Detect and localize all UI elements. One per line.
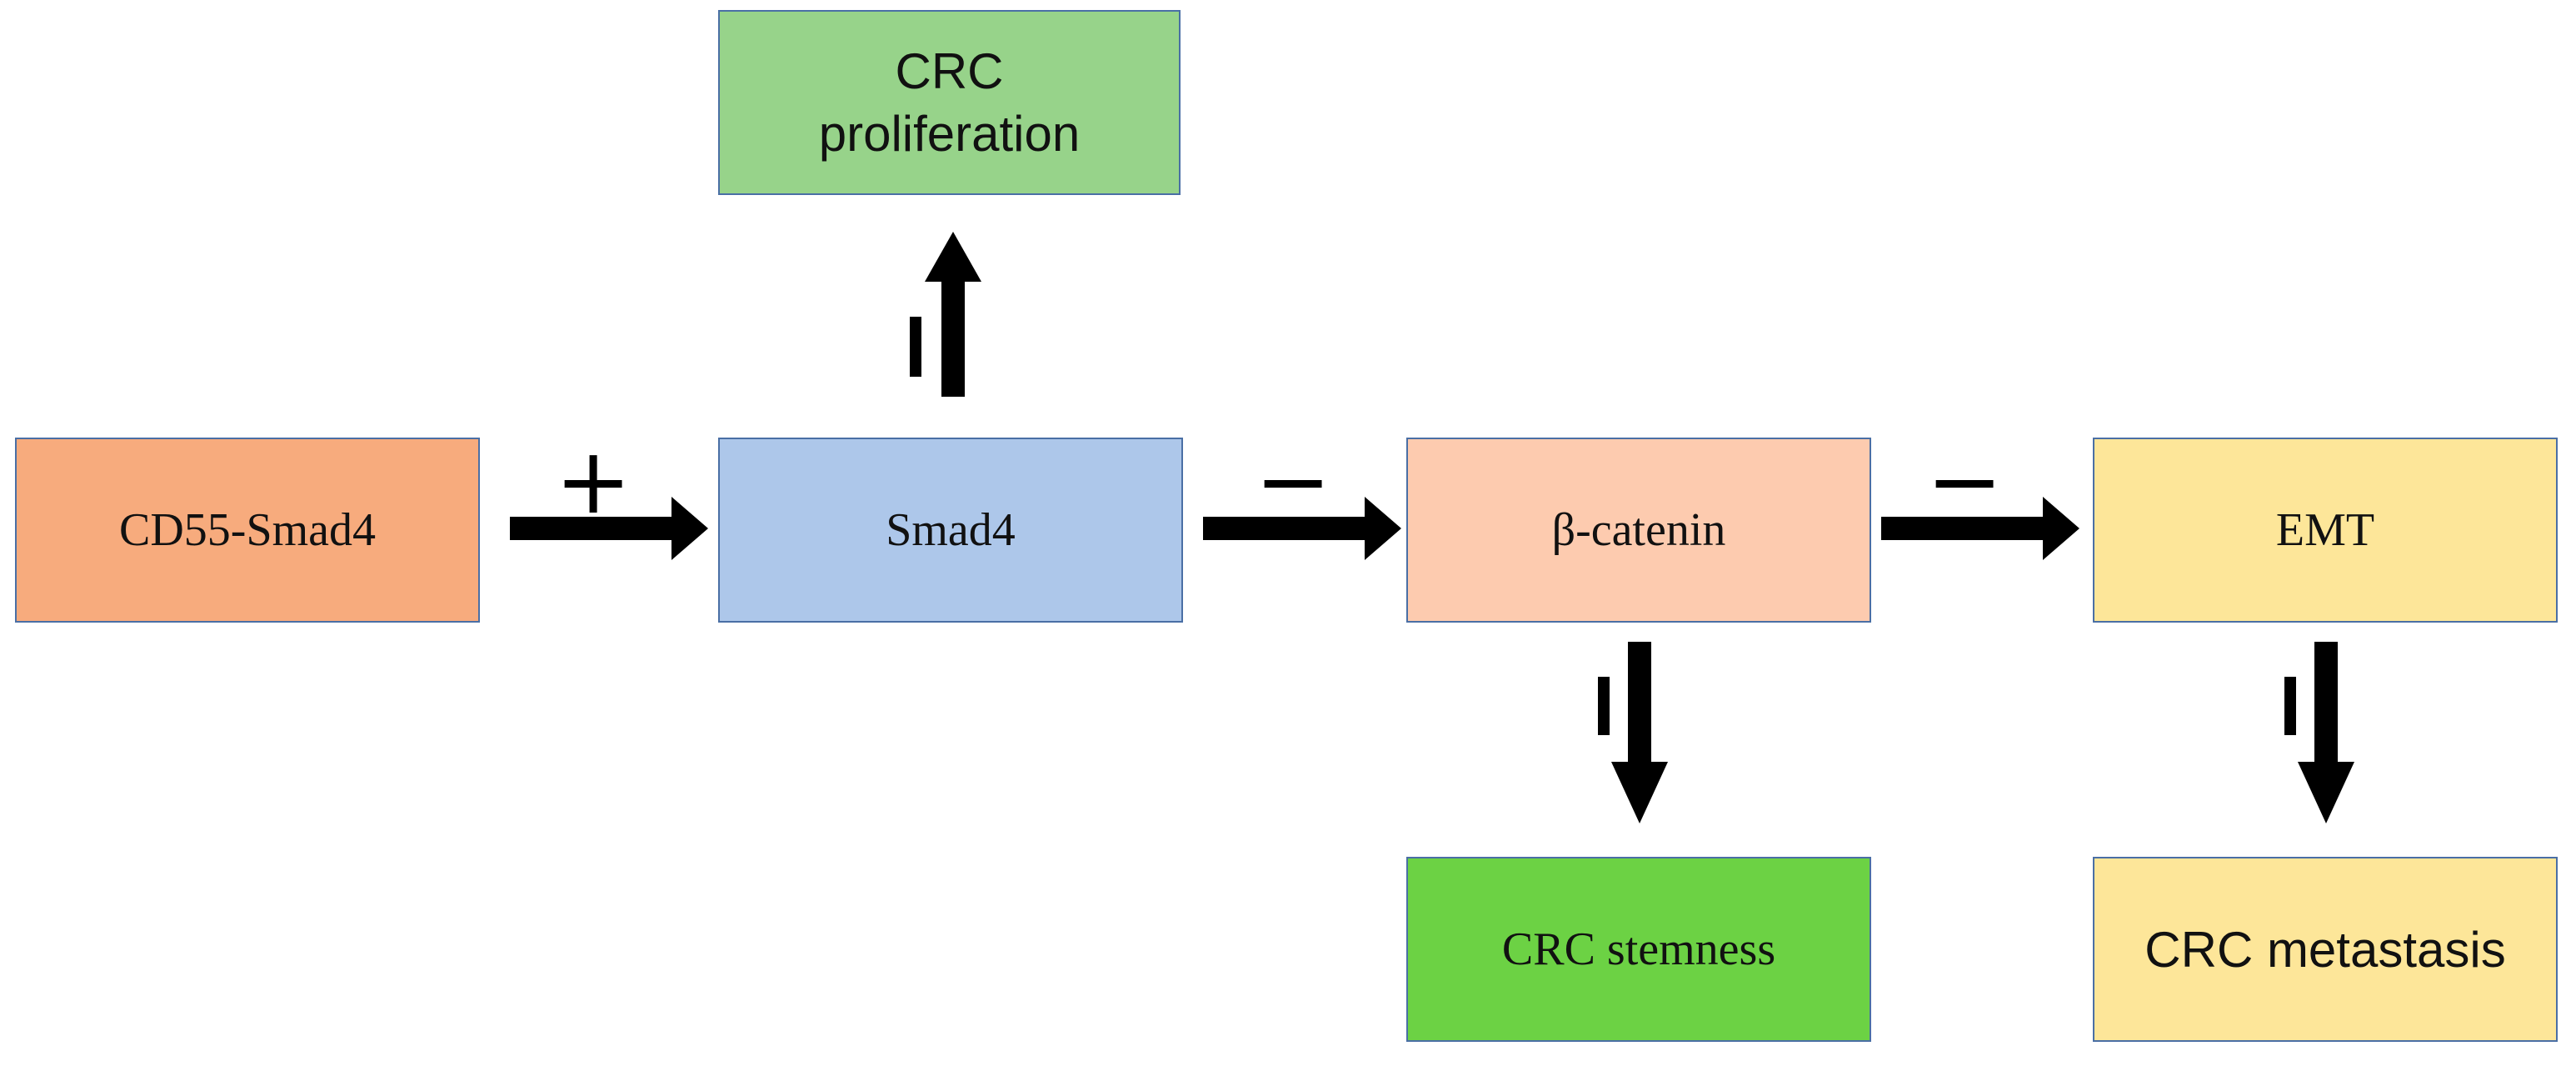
node-crc-stemness-label: CRC stemness — [1501, 923, 1776, 975]
node-smad4-label: Smad4 — [886, 504, 1016, 556]
node-crc-stemness: CRC stemness — [1406, 857, 1871, 1042]
arrow-emt-to-crc-metastasis — [2298, 642, 2354, 823]
arrow-smad4-to-beta-catenin — [1203, 497, 1401, 560]
node-crc-proliferation-label: CRC proliferation — [818, 43, 1081, 162]
node-cd55-smad4-label: CD55-Smad4 — [119, 504, 376, 556]
node-crc-proliferation: CRC proliferation — [718, 10, 1181, 195]
arrow-smad4-to-crc-proliferation — [925, 232, 981, 397]
bar-mark-stemness — [1598, 677, 1610, 735]
edge-sign-plus: + — [555, 428, 632, 534]
node-emt-label: EMT — [2275, 504, 2375, 556]
node-smad4: Smad4 — [718, 438, 1183, 623]
node-crc-metastasis-label: CRC metastasis — [2144, 921, 2506, 978]
node-beta-catenin-label: β-catenin — [1551, 504, 1726, 556]
edge-sign-minus-1: − — [1255, 428, 1332, 534]
bar-mark-metastasis — [2284, 677, 2296, 735]
node-crc-metastasis: CRC metastasis — [2093, 857, 2558, 1042]
node-cd55-smad4: CD55-Smad4 — [15, 438, 480, 623]
node-emt: EMT — [2093, 438, 2558, 623]
arrow-beta-catenin-to-crc-stemness — [1611, 642, 1668, 823]
edge-sign-minus-2: − — [1926, 428, 2004, 534]
arrow-beta-catenin-to-emt — [1881, 497, 2079, 560]
bar-mark-proliferation — [910, 317, 921, 377]
arrow-cd55-to-smad4 — [510, 497, 708, 560]
node-beta-catenin: β-catenin — [1406, 438, 1871, 623]
